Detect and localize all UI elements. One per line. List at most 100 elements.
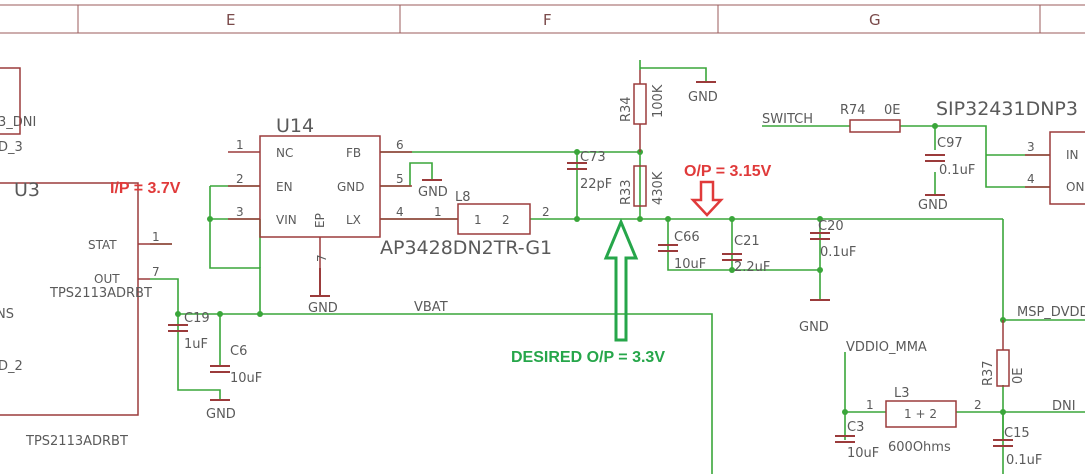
gnd-label-ep: GND <box>308 301 338 316</box>
c3-value: 10uF <box>847 446 879 461</box>
left-d3: D_3 <box>0 140 23 155</box>
gnd-label-c97: GND <box>918 198 948 213</box>
c21-value: 2.2uF <box>734 260 770 275</box>
gnd-label-c6: GND <box>206 407 236 422</box>
c73-value: 22pF <box>580 177 612 192</box>
u3-part-top: TPS2113ADRBT <box>49 286 152 301</box>
desired-arrow <box>603 218 639 342</box>
u14-designator: U14 <box>276 115 314 137</box>
sip-pin-4: 4 <box>1027 172 1035 186</box>
drawing-frame <box>0 4 1085 34</box>
u14-pin-gnd: GND <box>337 180 365 194</box>
c20-designator: C20 <box>818 219 844 234</box>
c73-capacitor <box>567 162 587 170</box>
c21-designator: C21 <box>734 234 760 249</box>
l3-pins: 1 + 2 <box>904 407 937 421</box>
gnd-label-u14: GND <box>418 185 448 200</box>
net-vbat: VBAT <box>414 300 448 315</box>
r34-resistor <box>633 70 647 152</box>
c20-value: 0.1uF <box>820 245 856 260</box>
c97-capacitor <box>925 154 945 162</box>
u3-designator: U3 <box>14 179 40 201</box>
c73-designator: C73 <box>580 150 606 165</box>
frame-col-g: G <box>869 11 881 29</box>
u14-pin-7: 7 <box>315 254 329 262</box>
u14-pin-fb: FB <box>346 146 361 160</box>
u14-pin-nc: NC <box>276 146 293 160</box>
l8-pin-1-out: 1 <box>434 205 442 219</box>
left-ns: NS <box>0 307 14 322</box>
c6-designator: C6 <box>230 344 247 359</box>
lower-capacitors <box>835 435 1013 447</box>
r37-resistor <box>996 320 1010 387</box>
r37-designator: R37 <box>981 360 996 386</box>
u3-pin-out: OUT <box>94 272 120 286</box>
left-partial-part <box>0 67 21 135</box>
l3-ferrite <box>885 400 957 428</box>
u14-pin-6: 6 <box>396 138 404 152</box>
u14-value: AP3428DN2TR-G1 <box>380 237 552 259</box>
u14-pin-ep: EP <box>313 213 327 228</box>
c19-value: 1uF <box>184 337 208 352</box>
frame-col-e: E <box>226 11 235 29</box>
u14-pin-3: 3 <box>236 205 244 219</box>
net-vddio-mma: VDDIO_MMA <box>846 340 927 355</box>
u3-ic <box>0 182 172 416</box>
r34-designator: R34 <box>619 96 634 122</box>
gnd-symbols <box>210 81 945 401</box>
l8-designator: L8 <box>455 190 471 205</box>
u3-pin-1: 1 <box>152 230 160 244</box>
r33-resistor <box>633 165 647 207</box>
net-msp-dvdd: MSP_DVDD <box>1017 305 1085 320</box>
u14-pin-vin: VIN <box>276 213 297 227</box>
frame-col-f: F <box>543 11 552 29</box>
u14-pin-1: 1 <box>236 138 244 152</box>
net-dni: DNI <box>1052 399 1076 414</box>
sip-ic <box>1025 131 1085 205</box>
junctions <box>175 123 1006 415</box>
annotation-output: O/P = 3.15V <box>684 163 772 180</box>
l3-pin-2: 2 <box>974 398 982 412</box>
annotation-desired: DESIRED O/P = 3.3V <box>511 349 665 366</box>
l8-pin-2-out: 2 <box>542 205 550 219</box>
gnd-label-r34: GND <box>688 90 718 105</box>
r74-designator: R74 <box>840 103 866 118</box>
l3-pin-1: 1 <box>866 398 874 412</box>
c6-value: 10uF <box>230 371 262 386</box>
r74-resistor <box>849 119 901 133</box>
l8-pin-1: 1 <box>474 213 482 227</box>
left-d2: D_2 <box>0 359 23 374</box>
u3-pin-stat: STAT <box>88 238 117 252</box>
l8-inductor <box>412 203 531 235</box>
r34-value: 100K <box>651 84 666 118</box>
l3-value: 600Ohms <box>888 440 951 455</box>
sip-pin-on: ON <box>1066 180 1084 194</box>
u14-pin-5: 5 <box>396 172 404 186</box>
gnd-label-caps: GND <box>799 320 829 335</box>
output-arrow <box>690 180 724 217</box>
sip-pin-in: IN <box>1066 148 1079 162</box>
c66-designator: C66 <box>674 230 700 245</box>
sip-designator: SIP32431DNP3 <box>936 98 1078 120</box>
r74-value: 0E <box>884 103 901 118</box>
u3-part-bottom: TPS2113ADRBT <box>25 434 128 449</box>
u14-pin-lx: LX <box>346 213 361 227</box>
c3-designator: C3 <box>847 420 864 435</box>
c97-designator: C97 <box>937 136 963 151</box>
l3-designator: L3 <box>894 386 910 401</box>
u14-pin-en: EN <box>276 180 293 194</box>
annotation-input: I/P = 3.7V <box>110 180 181 197</box>
c15-designator: C15 <box>1004 426 1030 441</box>
r37-value: 0E <box>1011 368 1026 385</box>
u14-pin-2: 2 <box>236 172 244 186</box>
c66-value: 10uF <box>674 257 706 272</box>
output-capacitors <box>658 232 830 261</box>
sip-pin-3: 3 <box>1027 140 1035 154</box>
net-switch: SWITCH <box>762 112 813 127</box>
u14-ic <box>228 135 412 268</box>
r33-designator: R33 <box>619 179 634 205</box>
c15-value: 0.1uF <box>1006 453 1042 468</box>
left-3-dni: 3_DNI <box>0 115 36 130</box>
u3-pin-7: 7 <box>152 265 160 279</box>
